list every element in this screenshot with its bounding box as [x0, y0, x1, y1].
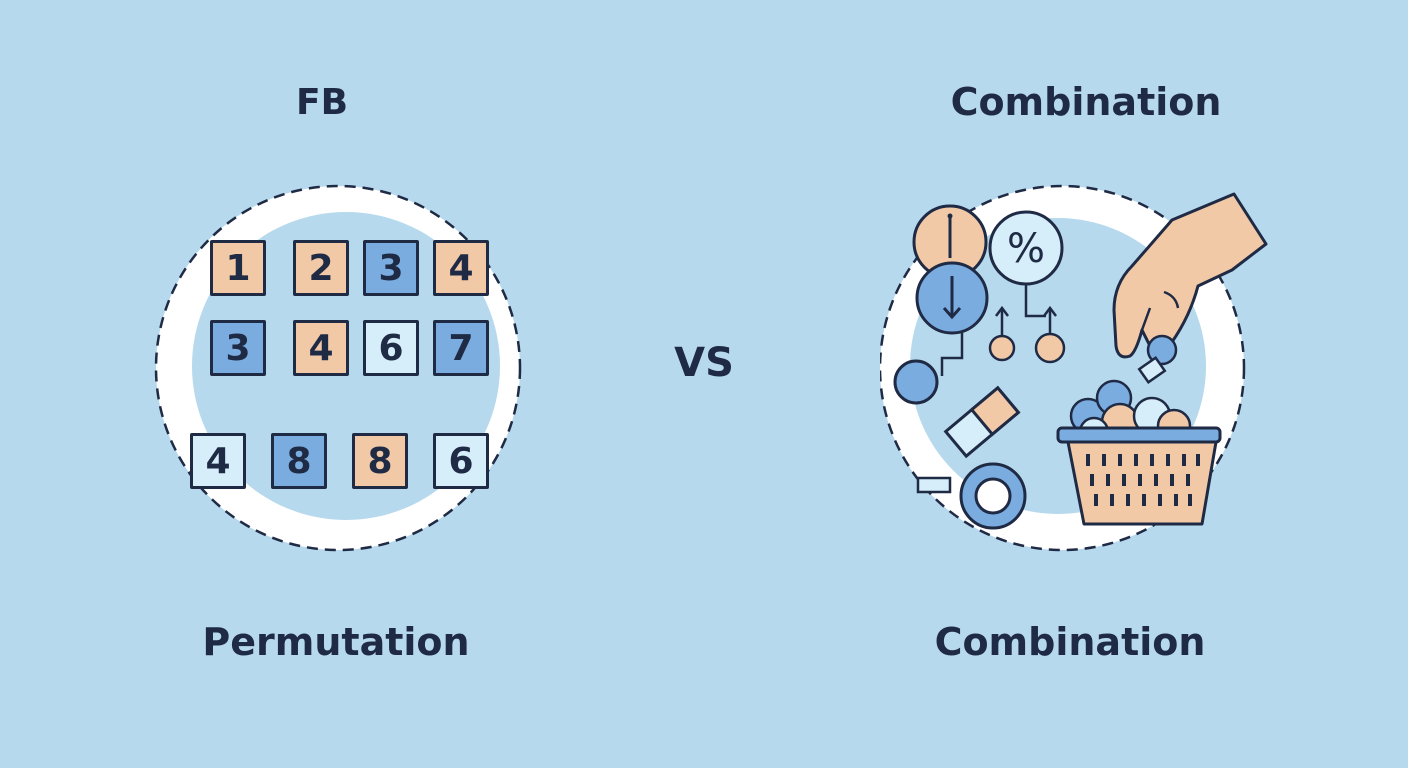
combination-label: Combination	[934, 620, 1206, 664]
number-tile: 8	[352, 433, 408, 489]
number-tile: 4	[293, 320, 349, 376]
number-tile: 1	[210, 240, 266, 296]
right-top-title: Combination	[950, 80, 1222, 124]
number-tile: 4	[190, 433, 246, 489]
number-tile: 4	[433, 240, 489, 296]
blue-ball-icon	[893, 359, 939, 405]
number-tile: 6	[363, 320, 419, 376]
basket-icon	[1056, 379, 1222, 526]
number-tile: 2	[293, 240, 349, 296]
number-tile: 8	[271, 433, 327, 489]
number-tile: 6	[433, 433, 489, 489]
small-peach-ball-icon	[988, 334, 1016, 362]
number-tile: 7	[433, 320, 489, 376]
number-tile: 3	[363, 240, 419, 296]
block-icon	[943, 385, 1021, 459]
percent-circle-icon: %	[988, 210, 1064, 286]
small-bar-icon	[916, 476, 952, 494]
small-peach-ball-icon	[1034, 332, 1066, 364]
permutation-label: Permutation	[202, 620, 470, 664]
ring-icon	[959, 462, 1027, 530]
vs-label: VS	[674, 340, 734, 386]
left-top-title: FB	[295, 82, 349, 123]
combination-panel: %	[880, 180, 1280, 560]
combination-illustration: %	[880, 184, 1268, 552]
hand-icon	[1112, 192, 1268, 385]
percent-symbol: %	[1007, 226, 1045, 272]
down-arrow-circle-icon	[915, 261, 989, 335]
number-tile: 3	[210, 320, 266, 376]
